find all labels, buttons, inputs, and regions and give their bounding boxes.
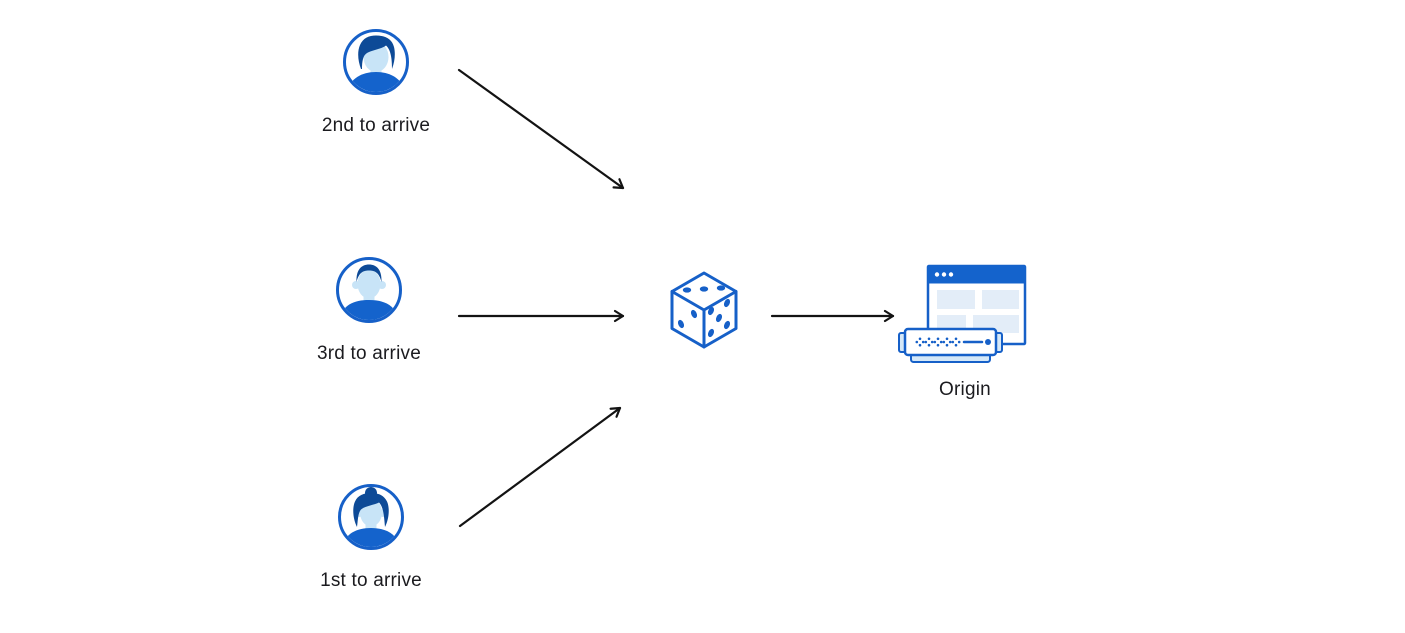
browser-window <box>926 264 1027 346</box>
node-label: 3rd to arrive <box>317 343 421 364</box>
origin-server-icon <box>898 264 1027 363</box>
node-label: Origin <box>939 379 991 400</box>
dice-icon <box>670 271 738 349</box>
node-label: 2nd to arrive <box>321 115 431 136</box>
dice-pips-right <box>707 298 731 338</box>
server-unit <box>898 327 1003 363</box>
user-avatar-female-bun-icon <box>338 484 404 550</box>
node-origin: Origin <box>898 262 1032 401</box>
server-vent-dots <box>915 337 961 347</box>
dice-pips-top <box>682 285 726 293</box>
node-user-third: 3rd to arrive <box>289 256 449 365</box>
arrow-user-bottom-to-dice <box>458 406 622 528</box>
user-avatar-male-flattop-icon <box>336 257 402 323</box>
node-user-first: 1st to arrive <box>291 483 451 592</box>
node-dice <box>670 270 738 350</box>
dice-pips-left <box>677 309 698 329</box>
node-label: 1st to arrive <box>320 570 422 591</box>
node-user-second: 2nd to arrive <box>296 28 456 137</box>
user-avatar-male-swept-icon <box>343 29 409 95</box>
arrow-user-top-to-dice <box>457 68 625 190</box>
